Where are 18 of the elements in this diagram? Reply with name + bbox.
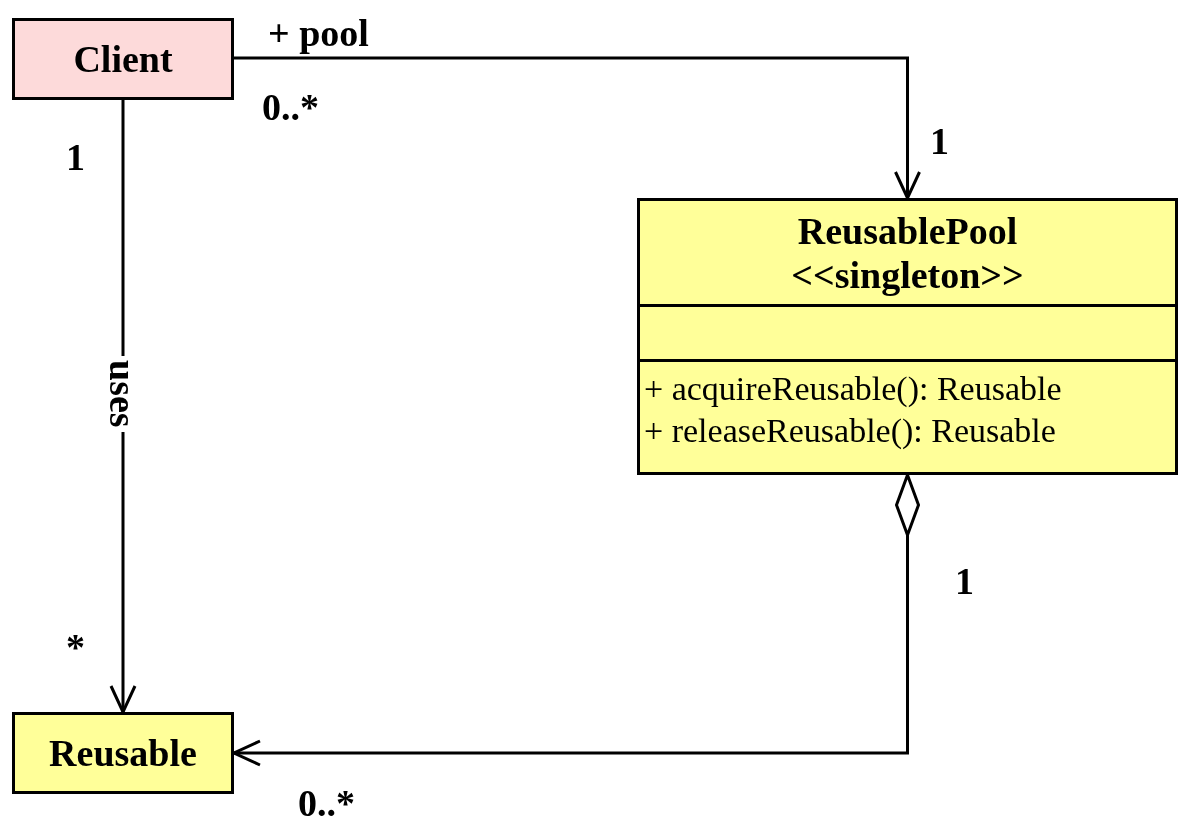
edge-label: + pool	[268, 14, 369, 52]
stereotype: <<singleton>>	[790, 252, 1025, 297]
multiplicity-label: 1	[930, 122, 949, 160]
multiplicity-label: 0..*	[262, 88, 319, 126]
class-box	[637, 198, 1178, 475]
method-signature: + acquireReusable(): Reusable	[643, 369, 1063, 409]
method-signature: + releaseReusable(): Reusable	[643, 411, 1057, 451]
aggregation-line	[232, 473, 920, 767]
class-name: ReusablePool	[796, 208, 1019, 253]
association-arrow	[234, 56, 921, 200]
multiplicity-label: *	[66, 628, 85, 666]
multiplicity-label: 1	[66, 138, 85, 176]
multiplicity-label: 1	[955, 562, 974, 600]
class-name: Reusable	[49, 731, 197, 775]
class-name: Client	[73, 37, 173, 81]
class-box	[12, 18, 234, 100]
multiplicity-label: 0..*	[298, 784, 355, 821]
class-box	[12, 712, 234, 794]
